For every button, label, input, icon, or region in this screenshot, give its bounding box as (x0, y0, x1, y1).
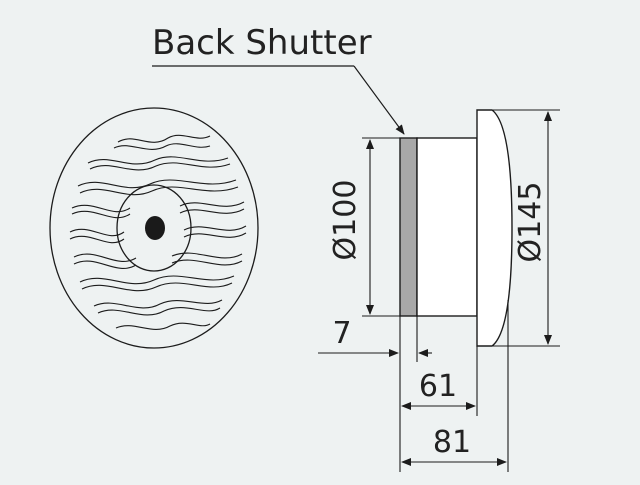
inner-diameter-label: Ø100 (328, 180, 363, 261)
outer-diameter-label: Ø145 (513, 182, 548, 263)
shutter-depth-label: 7 (332, 316, 351, 351)
total-depth-label: 81 (433, 425, 471, 460)
callout-label: Back Shutter (152, 23, 372, 63)
front-view (49, 107, 259, 349)
side-view (399, 109, 513, 347)
grille-waves (69, 134, 247, 330)
outer-grille-rim (49, 107, 259, 349)
back-shutter (399, 137, 418, 317)
dim-outer-diameter (492, 109, 560, 347)
center-hub (145, 216, 165, 240)
front-cover (476, 109, 513, 347)
body-depth-label: 61 (419, 369, 457, 404)
extension-lines (399, 300, 509, 472)
callout: Back Shutter (152, 23, 405, 135)
duct-body (416, 137, 478, 317)
dim-inner-diameter (362, 137, 400, 317)
